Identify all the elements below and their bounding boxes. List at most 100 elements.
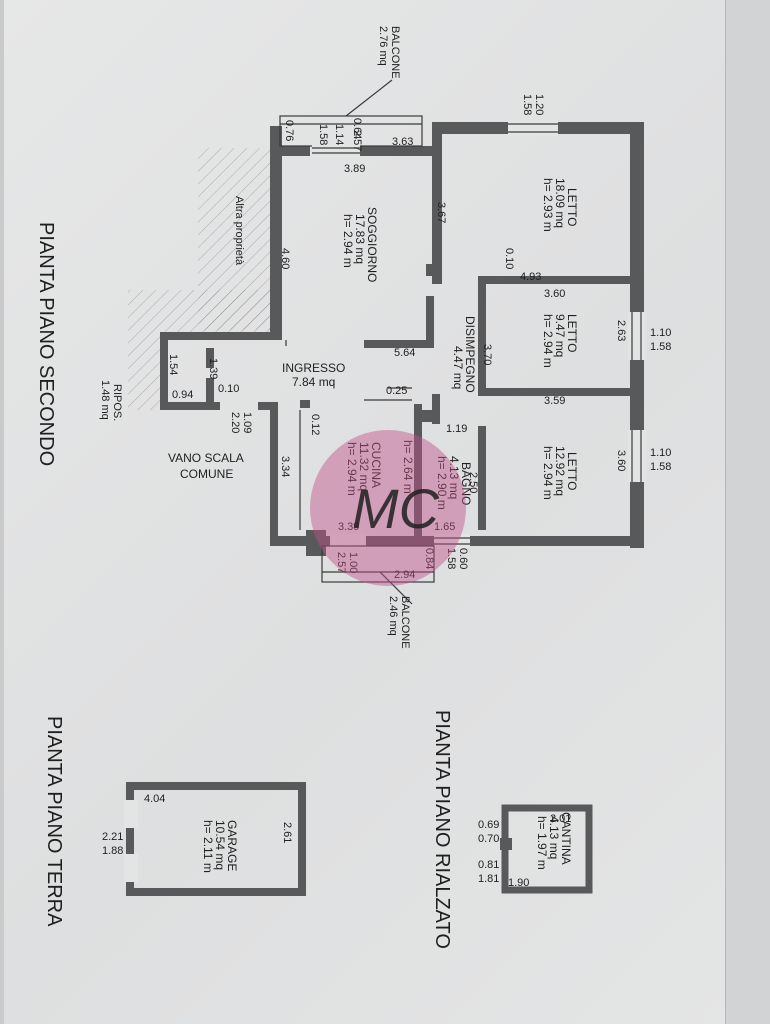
cantina-dim-2-01: 2.01 <box>550 813 571 825</box>
dim-1-09: 1.09 <box>241 412 253 433</box>
bagno-area: 4.13 mq <box>447 456 461 499</box>
balcone-bottom-name: BALCONE <box>399 596 411 649</box>
garage-height: h= 2.11 m <box>201 820 215 873</box>
cantina-area: 4.13 mq <box>547 816 561 859</box>
dim-1-10-b: 1.10 <box>650 447 671 459</box>
cantina-dim-0-81: 0.81 <box>478 859 499 871</box>
dim-1-00: 1.00 <box>347 552 359 573</box>
dim-3-39: 3.39 <box>338 521 359 533</box>
dim-2-57-b: 2.57 <box>335 552 347 573</box>
dim-3-60-b: 3.60 <box>615 450 627 471</box>
balcony-top <box>279 79 423 156</box>
dim-4-60: 4.60 <box>279 248 291 269</box>
dim-0-10-a: 0.10 <box>503 248 515 269</box>
dim-1-58-d: 1.58 <box>650 461 671 473</box>
bagno-height: h= 2.90 m <box>435 456 449 510</box>
cucina-name: CUCINA <box>369 442 383 488</box>
dim-2-57-a: 2.57 <box>351 130 363 151</box>
hatch-lower <box>128 290 270 410</box>
letto1-name: LETTO <box>565 188 579 226</box>
walls-secondo <box>160 120 646 556</box>
disimpegno-area: 4.47 mq <box>451 346 465 389</box>
cantina-dim-0-70: 0.70 <box>478 833 499 845</box>
garage-plan: GARAGE 10.54 mq h= 2.11 m 4.04 2.61 2.21… <box>102 782 306 896</box>
cantina-dim-1-90: 1.90 <box>508 877 529 889</box>
ingresso-name: INGRESSO <box>282 361 345 375</box>
altra-proprieta-hatch <box>198 148 270 330</box>
dim-1-20: 1.20 <box>533 94 545 115</box>
dim-2-50: 2.50 <box>467 472 479 493</box>
cucina-height: h= 2.94 m <box>345 442 359 496</box>
garage-area: 10.54 mq <box>213 820 227 870</box>
dim-0-25: 0.25 <box>386 385 407 397</box>
dim-0-10-b: 0.10 <box>218 383 239 395</box>
garage-dim-2-21: 2.21 <box>102 831 123 843</box>
cantina-height: h= 1.97 m <box>535 816 549 870</box>
dim-1-39: 1.39 <box>207 358 219 379</box>
dim-2-94: 2.94 <box>394 569 415 581</box>
dim-1-58-b: 1.58 <box>521 94 533 115</box>
cantina-plan: CANTINA 4.13 mq h= 1.97 m 2.01 0.69 0.70… <box>478 804 593 894</box>
soggiorno-area: 17.83 mq <box>353 214 367 264</box>
letto3-area: 12.92 mq <box>553 446 567 496</box>
garage-dim-1-88: 1.88 <box>102 845 123 857</box>
letto1-area: 18.09 mq <box>553 178 567 228</box>
dim-1-65: 1.65 <box>434 521 455 533</box>
dim-1-54: 1.54 <box>167 354 179 375</box>
ripos-area: 1.48 mq <box>99 380 111 420</box>
letto1-height: h= 2.93 m <box>541 178 555 232</box>
dim-0-64: 0.64 <box>351 118 363 139</box>
balcone-bottom-area: 2.46 mq <box>387 596 399 636</box>
cantina-dim-1-81: 1.81 <box>478 873 499 885</box>
vano-scala-label-2: COMUNE <box>180 467 233 481</box>
title-piano-secondo: PIANTA PIANO SECONDO <box>35 222 57 466</box>
cantina-dim-0-69: 0.69 <box>478 819 499 831</box>
dim-1-19: 1.19 <box>446 423 467 435</box>
paper-edge <box>725 0 770 1024</box>
dim-0-60: 0.60 <box>457 548 469 569</box>
dim-3-67: 3.67 <box>435 202 447 223</box>
letto2-area: 9.47 mq <box>553 314 567 357</box>
dim-3-34: 3.34 <box>279 456 291 477</box>
dim-4-93: 4.93 <box>520 271 541 283</box>
dim-3-89: 3.89 <box>344 163 365 175</box>
dim-5-64: 5.64 <box>394 347 415 359</box>
balcony-bottom <box>321 545 435 605</box>
ingresso-area: 7.84 mq <box>292 375 335 389</box>
bagno-height-2: h= 2.64 m <box>401 440 415 494</box>
altra-proprieta-label: Altra proprietà <box>233 196 245 266</box>
dim-1-58-c: 1.58 <box>650 341 671 353</box>
dim-3-60-a: 3.60 <box>544 288 565 300</box>
soggiorno-height: h= 2.94 m <box>341 214 355 268</box>
dim-3-63: 3.63 <box>392 136 413 148</box>
balcone-top-name: BALCONE <box>389 26 401 79</box>
watermark-monogram: MC <box>352 477 440 540</box>
cucina-area: 11.32 mq <box>357 442 371 491</box>
dim-2-63: 2.63 <box>615 320 627 341</box>
cantina-name: CANTINA <box>559 812 573 865</box>
vano-scala-label-1: VANO SCALA <box>168 451 244 465</box>
garage-name: GARAGE <box>225 820 239 871</box>
dim-0-94: 0.94 <box>172 389 193 401</box>
dim-1-58-a: 1.58 <box>317 124 329 145</box>
dim-0-12: 0.12 <box>309 414 321 435</box>
disimpegno-name: DISIMPEGNO <box>463 316 477 393</box>
watermark-logo: MC <box>310 430 466 586</box>
soggiorno-name: SOGGIORNO <box>365 207 379 282</box>
garage-dim-2-61: 2.61 <box>281 822 293 843</box>
dim-1-10-a: 1.10 <box>650 327 671 339</box>
dim-0-84: 0.84 <box>423 548 435 569</box>
dim-0-76: 0.76 <box>283 120 295 141</box>
balcone-top-area: 2.76 mq <box>377 26 389 66</box>
title-piano-terra: PIANTA PIANO TERRA <box>43 716 65 927</box>
letto3-height: h= 2.94 m <box>541 446 555 500</box>
letto2-height: h= 2.94 m <box>541 314 555 368</box>
ripos-name: RIPOS. <box>111 384 123 421</box>
dim-3-70: 3.70 <box>481 344 493 365</box>
title-piano-rialzato: PIANTA PIANO RIALZATO <box>431 710 453 949</box>
bagno-name: BAGNO <box>459 462 473 505</box>
dim-1-58-e: 1.58 <box>445 548 457 569</box>
dim-1-14: 1.14 <box>333 124 345 145</box>
